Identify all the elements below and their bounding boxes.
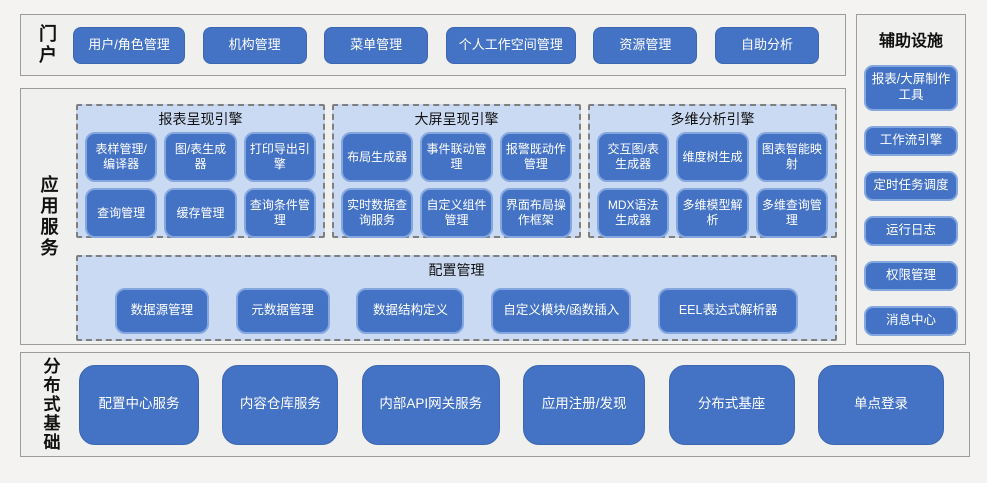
portal-buttons-row: 用户/角色管理 机构管理 菜单管理 个人工作空间管理 资源管理 自助分析	[73, 15, 845, 75]
engine-panels-row: 报表呈现引擎 表样管理/编译器 图/表生成器 打印导出引擎 查询管理 缓存管理 …	[76, 104, 837, 238]
config-buttons-row: 数据源管理 元数据管理 数据结构定义 自定义模块/函数插入 EEL表达式解析器	[88, 288, 825, 334]
portal-button-workspace-mgmt[interactable]: 个人工作空间管理	[445, 26, 576, 64]
report-engine-button-query-condition-mgmt[interactable]: 查询条件管理	[243, 188, 316, 238]
report-engine-title: 报表呈现引擎	[158, 111, 243, 127]
portal-button-user-role-mgmt[interactable]: 用户/角色管理	[73, 26, 185, 64]
aux-button-run-logs[interactable]: 运行日志	[864, 216, 958, 246]
bigscreen-button-custom-component-mgmt[interactable]: 自定义组件管理	[420, 188, 493, 238]
report-engine-panel: 报表呈现引擎 表样管理/编译器 图/表生成器 打印导出引擎 查询管理 缓存管理 …	[76, 104, 325, 238]
config-button-metadata-mgmt[interactable]: 元数据管理	[235, 288, 330, 334]
distributed-button-single-sign-on[interactable]: 单点登录	[817, 364, 944, 445]
config-mgmt-title: 配置管理	[428, 262, 485, 278]
olap-button-mdx-generator[interactable]: MDX语法生成器	[597, 188, 670, 238]
aux-button-permission-mgmt[interactable]: 权限管理	[864, 261, 958, 291]
distributed-foundation-section: 分布式基础 配置中心服务 内容仓库服务 内部API网关服务 应用注册/发现 分布…	[20, 352, 970, 457]
report-engine-button-chart-generator[interactable]: 图/表生成器	[164, 132, 237, 182]
config-button-eel-expression-parser[interactable]: EEL表达式解析器	[658, 288, 799, 334]
bigscreen-button-realtime-data-query[interactable]: 实时数据查询服务	[341, 188, 414, 238]
report-engine-grid: 表样管理/编译器 图/表生成器 打印导出引擎 查询管理 缓存管理 查询条件管理	[85, 132, 316, 238]
bigscreen-button-layout-generator[interactable]: 布局生成器	[341, 132, 414, 182]
report-engine-button-template-compiler[interactable]: 表样管理/编译器	[85, 132, 158, 182]
portal-button-org-mgmt[interactable]: 机构管理	[202, 26, 307, 64]
olap-button-interactive-chart-generator[interactable]: 交互图/表生成器	[597, 132, 670, 182]
app-services-label-column: 应用服务	[21, 89, 76, 344]
aux-button-workflow-engine[interactable]: 工作流引擎	[864, 126, 958, 156]
distributed-section-label: 分布式基础	[40, 357, 60, 452]
distributed-buttons-row: 配置中心服务 内容仓库服务 内部API网关服务 应用注册/发现 分布式基座 单点…	[79, 353, 969, 456]
auxiliary-buttons-column: 报表/大屏制作工具 工作流引擎 定时任务调度 运行日志 权限管理 消息中心	[864, 65, 958, 336]
portal-section-label: 门户	[37, 24, 57, 66]
distributed-button-internal-api-gateway[interactable]: 内部API网关服务	[361, 364, 500, 445]
portal-button-menu-mgmt[interactable]: 菜单管理	[324, 26, 429, 64]
config-button-data-structure-definition[interactable]: 数据结构定义	[356, 288, 465, 334]
distributed-button-content-repository[interactable]: 内容仓库服务	[222, 364, 339, 445]
portal-label-column: 门户	[21, 15, 73, 75]
olap-engine-panel: 多维分析引擎 交互图/表生成器 维度树生成 图表智能映射 MDX语法生成器 多维…	[588, 104, 837, 238]
aux-button-message-center[interactable]: 消息中心	[864, 306, 958, 336]
app-services-content: 报表呈现引擎 表样管理/编译器 图/表生成器 打印导出引擎 查询管理 缓存管理 …	[76, 89, 845, 344]
auxiliary-facilities-section: 辅助设施 报表/大屏制作工具 工作流引擎 定时任务调度 运行日志 权限管理 消息…	[856, 14, 966, 345]
olap-button-dimension-tree[interactable]: 维度树生成	[676, 132, 749, 182]
bigscreen-button-ui-layout-framework[interactable]: 界面布局操作框架	[499, 188, 572, 238]
report-engine-button-cache-mgmt[interactable]: 缓存管理	[164, 188, 237, 238]
portal-button-resource-mgmt[interactable]: 资源管理	[593, 26, 698, 64]
aux-button-report-bigscreen-designer[interactable]: 报表/大屏制作工具	[864, 65, 958, 111]
distributed-button-app-registration-discovery[interactable]: 应用注册/发现	[523, 364, 646, 445]
report-engine-button-print-export[interactable]: 打印导出引擎	[243, 132, 316, 182]
app-services-section-label: 应用服务	[38, 174, 59, 259]
app-services-section: 应用服务 报表呈现引擎 表样管理/编译器 图/表生成器 打印导出引擎 查询管理 …	[20, 88, 846, 345]
aux-button-scheduled-task[interactable]: 定时任务调度	[864, 171, 958, 201]
olap-button-smart-chart-mapping[interactable]: 图表智能映射	[755, 132, 828, 182]
bigscreen-engine-title: 大屏呈现引擎	[414, 111, 499, 127]
olap-engine-grid: 交互图/表生成器 维度树生成 图表智能映射 MDX语法生成器 多维模型解析 多维…	[597, 132, 828, 238]
bigscreen-engine-grid: 布局生成器 事件联动管理 报警既动作管理 实时数据查询服务 自定义组件管理 界面…	[341, 132, 572, 238]
olap-button-model-parsing[interactable]: 多维模型解析	[676, 188, 749, 238]
distributed-label-column: 分布式基础	[21, 353, 79, 456]
olap-engine-title: 多维分析引擎	[670, 111, 755, 127]
olap-button-query-mgmt[interactable]: 多维查询管理	[755, 188, 828, 238]
config-mgmt-panel: 配置管理 数据源管理 元数据管理 数据结构定义 自定义模块/函数插入 EEL表达…	[76, 255, 837, 341]
bigscreen-engine-panel: 大屏呈现引擎 布局生成器 事件联动管理 报警既动作管理 实时数据查询服务 自定义…	[332, 104, 581, 238]
report-engine-button-query-mgmt[interactable]: 查询管理	[85, 188, 158, 238]
distributed-button-distributed-base[interactable]: 分布式基座	[668, 364, 795, 445]
config-button-datasource-mgmt[interactable]: 数据源管理	[114, 288, 209, 334]
portal-section: 门户 用户/角色管理 机构管理 菜单管理 个人工作空间管理 资源管理 自助分析	[20, 14, 846, 76]
bigscreen-button-alarm-action-mgmt[interactable]: 报警既动作管理	[499, 132, 572, 182]
bigscreen-button-event-linkage-mgmt[interactable]: 事件联动管理	[420, 132, 493, 182]
config-button-custom-module-function[interactable]: 自定义模块/函数插入	[491, 288, 632, 334]
distributed-button-config-center[interactable]: 配置中心服务	[79, 364, 199, 445]
portal-button-self-service-analysis[interactable]: 自助分析	[714, 26, 819, 64]
auxiliary-facilities-title: 辅助设施	[878, 33, 943, 50]
